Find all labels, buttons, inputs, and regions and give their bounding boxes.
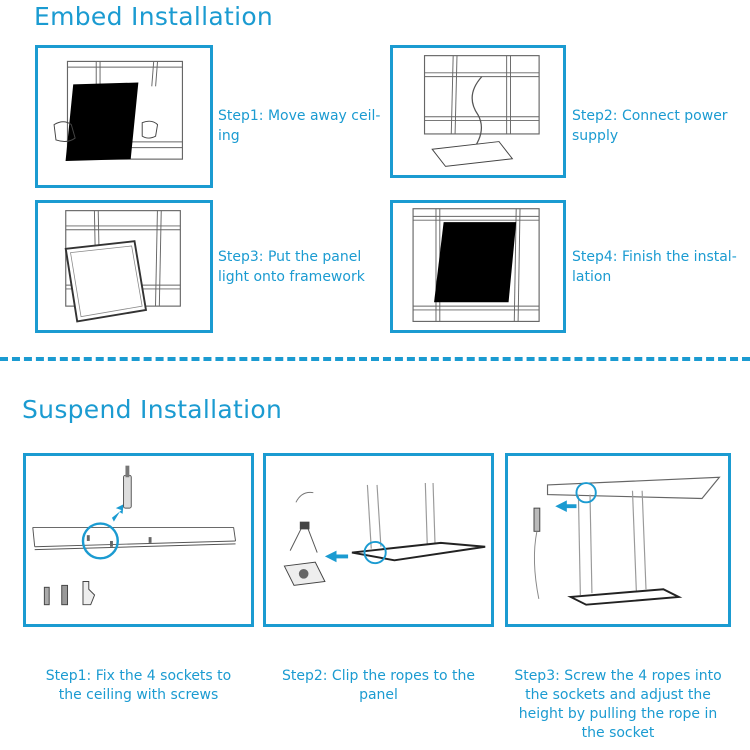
- suspend-step3-caption-line1: Step3: Screw the 4 ropes into: [514, 668, 722, 684]
- suspend-step3-caption-line4: the socket: [581, 725, 655, 741]
- suspend-step2-caption-line1: Step2: Clip the ropes to the: [281, 668, 475, 684]
- embed-step3-caption-line2: light onto framework: [218, 269, 365, 285]
- embed-step1-caption-line1: Step1: Move away ceil-: [218, 108, 381, 124]
- embed-step3-caption: Step3: Put the panel light onto framewor…: [218, 247, 365, 287]
- section-divider: [0, 357, 750, 361]
- rope-clipping-drawing: [283, 483, 486, 586]
- installed-panel-drawing: [412, 208, 540, 322]
- embed-step2-caption-line2: supply: [572, 128, 619, 144]
- embed-step2-caption-line1: Step2: Connect power: [572, 108, 728, 124]
- suspend-step3-caption: Step3: Screw the 4 ropes into the socket…: [505, 667, 731, 743]
- socket-fixing-drawing: [32, 465, 237, 606]
- suspend-step2-caption: Step2: Clip the ropes to the panel: [263, 667, 494, 705]
- suspend-step2-caption-line2: panel: [359, 687, 398, 703]
- embed-step1-caption: Step1: Move away ceil- ing: [218, 106, 380, 146]
- embed-step1-caption-line2: ing: [218, 128, 240, 144]
- embed-step2-caption: Step2: Connect power supply: [572, 106, 728, 146]
- embed-step4-caption-line1: Step4: Finish the instal-: [572, 249, 737, 265]
- embed-step2-illustration: [390, 45, 566, 178]
- embed-step3-caption-line1: Step3: Put the panel: [218, 249, 362, 265]
- panel-placement-drawing: [64, 210, 181, 323]
- embed-step1-illustration: [35, 45, 213, 188]
- suspend-step2-illustration: [263, 453, 494, 627]
- suspend-step1-illustration: [23, 453, 254, 627]
- suspend-step3-illustration: [505, 453, 731, 627]
- suspend-step1-caption: Step1: Fix the 4 sockets to the ceiling …: [23, 667, 254, 705]
- embed-step4-caption-line2: lation: [572, 269, 612, 285]
- suspend-step1-caption-line2: the ceiling with screws: [58, 687, 219, 703]
- suspend-step3-caption-line2: the sockets and adjust the: [525, 687, 711, 703]
- rope-adjusting-drawing: [533, 476, 721, 606]
- embed-step4-caption: Step4: Finish the instal- lation: [572, 247, 737, 287]
- suspend-step1-caption-line1: Step1: Fix the 4 sockets to: [45, 668, 232, 684]
- embed-step4-illustration: [390, 200, 566, 333]
- power-connection-drawing: [423, 55, 540, 167]
- suspend-step3-caption-line3: height by pulling the rope in: [518, 706, 718, 722]
- embed-step3-illustration: [35, 200, 213, 333]
- embed-installation-title: Embed Installation: [34, 2, 274, 31]
- suspend-installation-title: Suspend Installation: [22, 395, 283, 424]
- ceiling-removal-drawing: [53, 60, 184, 162]
